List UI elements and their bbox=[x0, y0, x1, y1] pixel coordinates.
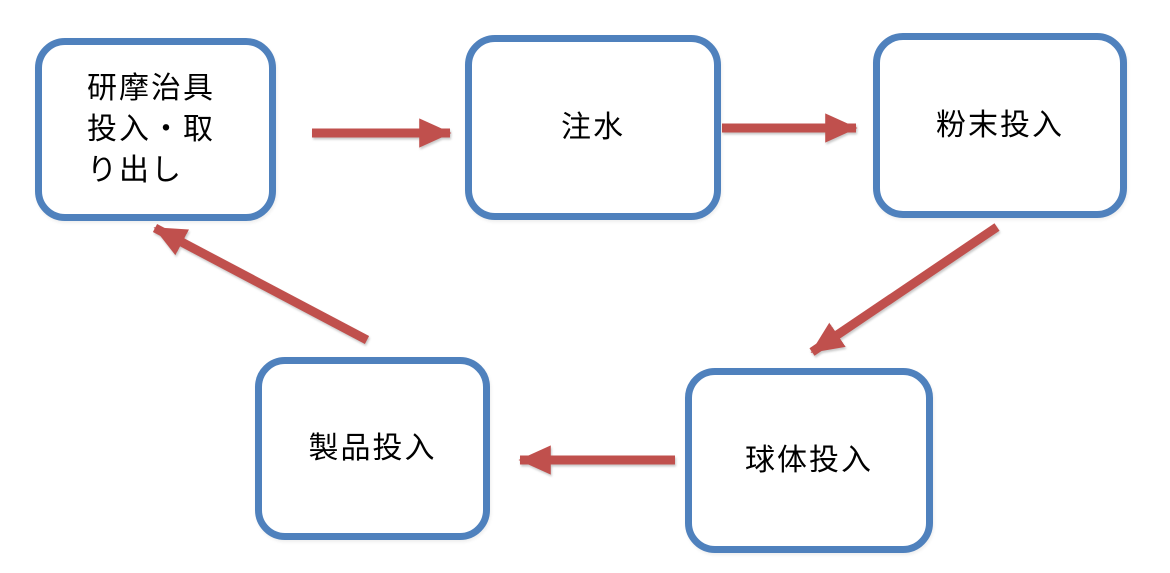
arrow-product-to-jig bbox=[152, 224, 370, 344]
node-jig-box: 研摩治具 投入・取 り出し bbox=[35, 38, 276, 221]
node-water-box: 注水 bbox=[465, 35, 721, 220]
node-product-box: 製品投入 bbox=[255, 357, 490, 540]
node-sphere-box: 球体投入 bbox=[685, 368, 933, 553]
node-powder-box: 粉末投入 bbox=[873, 33, 1127, 218]
arrow-powder-to-sphere bbox=[809, 223, 1000, 356]
